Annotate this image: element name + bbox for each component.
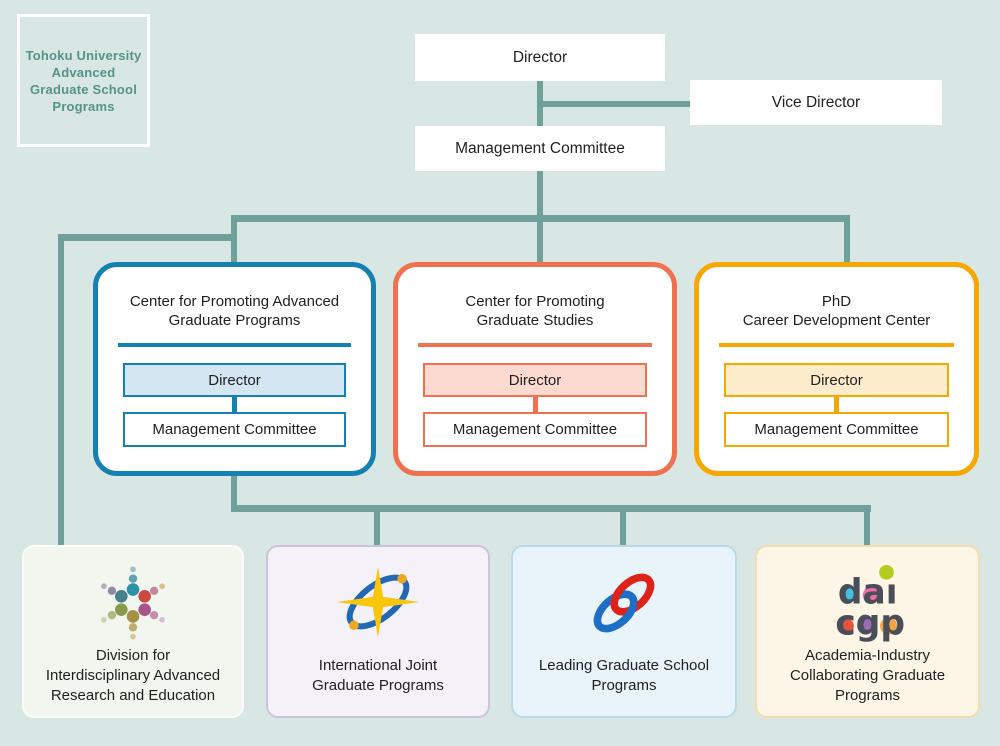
divider <box>418 343 652 347</box>
divider <box>719 343 954 347</box>
connector-line <box>231 215 850 222</box>
connector-line <box>540 101 690 107</box>
center-committee-box: Management Committee <box>724 412 949 447</box>
daicgp-icon: daı cgp <box>825 547 911 645</box>
program-card-academia-industry: daı cgp Academia-Industry Collaborating … <box>755 545 980 718</box>
center-card-advanced-graduate-programs: Center for Promoting Advanced Graduate P… <box>93 262 376 476</box>
director-box: Director <box>415 34 665 81</box>
connector-line <box>844 215 850 263</box>
program-label: Leading Graduate School Programs <box>538 656 710 694</box>
brand-logo-frame: Tohoku University Advanced Graduate Scho… <box>17 14 150 147</box>
connector-line <box>58 234 64 545</box>
program-label: Academia-Industry Collaborating Graduate… <box>789 646 946 704</box>
divider <box>118 343 351 347</box>
center-committee-box: Management Committee <box>423 412 647 447</box>
center-title: Center for Promoting Graduate Studies <box>465 293 605 329</box>
connector-line <box>864 505 870 545</box>
program-card-international-joint: International Joint Graduate Programs <box>266 545 490 718</box>
connector-line <box>834 397 839 412</box>
connector-line <box>620 505 626 545</box>
program-label: Division for Interdisciplinary Advanced … <box>45 646 221 704</box>
program-label: International Joint Graduate Programs <box>312 656 444 694</box>
connector-line <box>374 505 380 545</box>
connector-line <box>231 505 871 512</box>
connector-line <box>532 397 538 412</box>
program-card-leading-graduate: Leading Graduate School Programs <box>511 545 737 718</box>
management-committee-box: Management Committee <box>415 126 665 171</box>
center-title: PhD Career Development Center <box>742 293 931 329</box>
svg-text:daı: daı <box>837 573 897 613</box>
connector-line <box>231 476 237 512</box>
connector-line <box>232 397 237 412</box>
center-card-graduate-studies: Center for Promoting Graduate Studies Di… <box>393 262 677 476</box>
center-director-box: Director <box>123 363 346 397</box>
center-director-box: Director <box>724 363 949 397</box>
program-card-interdisciplinary-division: Division for Interdisciplinary Advanced … <box>22 545 244 718</box>
center-director-box: Director <box>423 363 647 397</box>
svg-text:cgp: cgp <box>835 604 905 644</box>
star-orbit-icon <box>335 547 421 645</box>
center-card-phd-career: PhD Career Development Center Director M… <box>694 262 979 476</box>
interlocked-rings-icon <box>582 547 666 645</box>
starburst-dots-icon <box>91 547 175 645</box>
vice-director-box: Vice Director <box>690 80 942 125</box>
connector-line <box>58 234 237 241</box>
center-committee-box: Management Committee <box>123 412 346 447</box>
center-title: Center for Promoting Advanced Graduate P… <box>129 293 340 329</box>
